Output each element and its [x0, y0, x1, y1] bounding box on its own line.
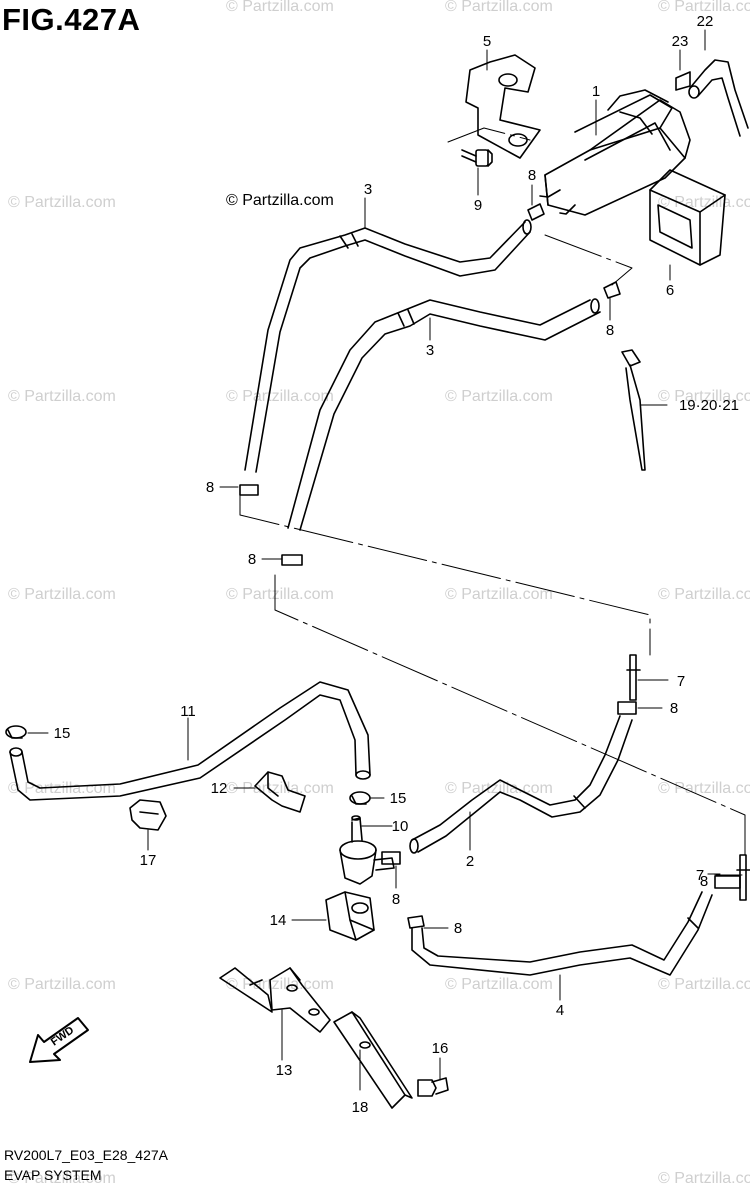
callout-1: 1	[592, 83, 600, 100]
bracket-part	[465, 54, 541, 159]
bolt-16-part	[417, 1077, 449, 1097]
callout-8: 8	[606, 322, 614, 339]
callout-23: 23	[672, 33, 689, 50]
watermark: © Partzilla.com	[445, 0, 553, 15]
figure-title: FIG.427A	[2, 2, 141, 37]
hose-3-upper-part	[244, 219, 532, 473]
callout-3: 3	[364, 181, 372, 198]
watermark: © Partzilla.com	[226, 586, 334, 603]
callout-8: 8	[206, 479, 214, 496]
callout-8: 8	[392, 891, 400, 908]
valve-10-part	[339, 815, 395, 885]
watermark: © Partzilla.com	[445, 586, 553, 603]
cable-tie-part	[621, 349, 646, 471]
watermark: © Partzilla.com	[445, 388, 553, 405]
hose-11-part	[9, 681, 371, 801]
callout-15: 15	[54, 725, 71, 742]
fwd-arrow: FWD	[29, 1017, 89, 1063]
callouts: 1 2 3 3 4 5 6 7 7 8 8 8 8 8 8 8 8 9 10 1…	[54, 13, 739, 1116]
watermark: © Partzilla.com	[8, 976, 116, 993]
clip-12-part	[254, 771, 306, 813]
watermark: © Partzilla.com	[658, 780, 750, 797]
canister-cover-part	[649, 169, 726, 266]
callout-22: 22	[697, 13, 714, 30]
footer-title: EVAP SYSTEM	[4, 1167, 102, 1183]
watermark: © Partzilla.com	[226, 976, 334, 993]
watermark: © Partzilla.com	[8, 388, 116, 405]
callout-15: 15	[390, 790, 407, 807]
callout-6: 6	[666, 282, 674, 299]
watermark: © Partzilla.com	[658, 586, 750, 603]
bracket-18-part	[333, 1011, 413, 1109]
clamp-part	[239, 203, 741, 929]
watermark: © Partzilla.com	[8, 194, 116, 211]
footer-code: RV200L7_E03_E28_427A	[4, 1147, 169, 1163]
callout-17: 17	[140, 852, 157, 869]
watermark: © Partzilla.com	[658, 388, 750, 405]
callout-14: 14	[270, 912, 287, 929]
leader-lines	[27, 29, 743, 1091]
callout-3: 3	[426, 342, 434, 359]
watermark: © Partzilla.com	[658, 976, 750, 993]
watermark: © Partzilla.com	[658, 0, 750, 15]
callout-13: 13	[276, 1062, 293, 1079]
watermark: © Partzilla.com	[226, 780, 334, 797]
watermark: © Partzilla.com	[445, 976, 553, 993]
callout-5: 5	[483, 33, 491, 50]
callout-10: 10	[392, 818, 409, 835]
copyright-text: © Partzilla.com	[226, 192, 334, 209]
callout-8: 8	[670, 700, 678, 717]
callout-8: 8	[248, 551, 256, 568]
watermark: © Partzilla.com	[8, 780, 116, 797]
callout-18: 18	[352, 1099, 369, 1116]
canister-part	[539, 89, 691, 216]
bolt-part	[461, 149, 493, 167]
watermark: © Partzilla.com	[226, 388, 334, 405]
callout-2: 2	[466, 853, 474, 870]
holder-17-part	[129, 799, 167, 831]
callout-12: 12	[211, 780, 228, 797]
callout-8: 8	[454, 920, 462, 937]
callout-7: 7	[696, 867, 704, 884]
callout-8: 8	[700, 873, 708, 890]
watermark: © Partzilla.com	[226, 0, 334, 15]
callout-9: 9	[474, 197, 482, 214]
joint-part	[626, 654, 750, 901]
watermark: © Partzilla.com	[8, 586, 116, 603]
hose-4-part	[411, 891, 713, 976]
cushion-14-part	[325, 891, 375, 941]
reference-lines	[239, 127, 746, 856]
hose-3-lower-part	[287, 298, 601, 531]
callout-19-20-21: 19·20·21	[679, 397, 739, 414]
bracket-13-part	[219, 967, 331, 1033]
hose-2-part	[409, 715, 633, 854]
callout-7: 7	[677, 673, 685, 690]
hose-22-part	[675, 59, 749, 137]
watermark: © Partzilla.com	[8, 1170, 116, 1187]
callout-4: 4	[556, 1002, 564, 1019]
callout-16: 16	[432, 1040, 449, 1057]
watermark: © Partzilla.com	[658, 1170, 750, 1187]
callout-11: 11	[180, 703, 196, 720]
watermark: © Partzilla.com	[658, 194, 750, 211]
callout-8: 8	[528, 167, 536, 184]
